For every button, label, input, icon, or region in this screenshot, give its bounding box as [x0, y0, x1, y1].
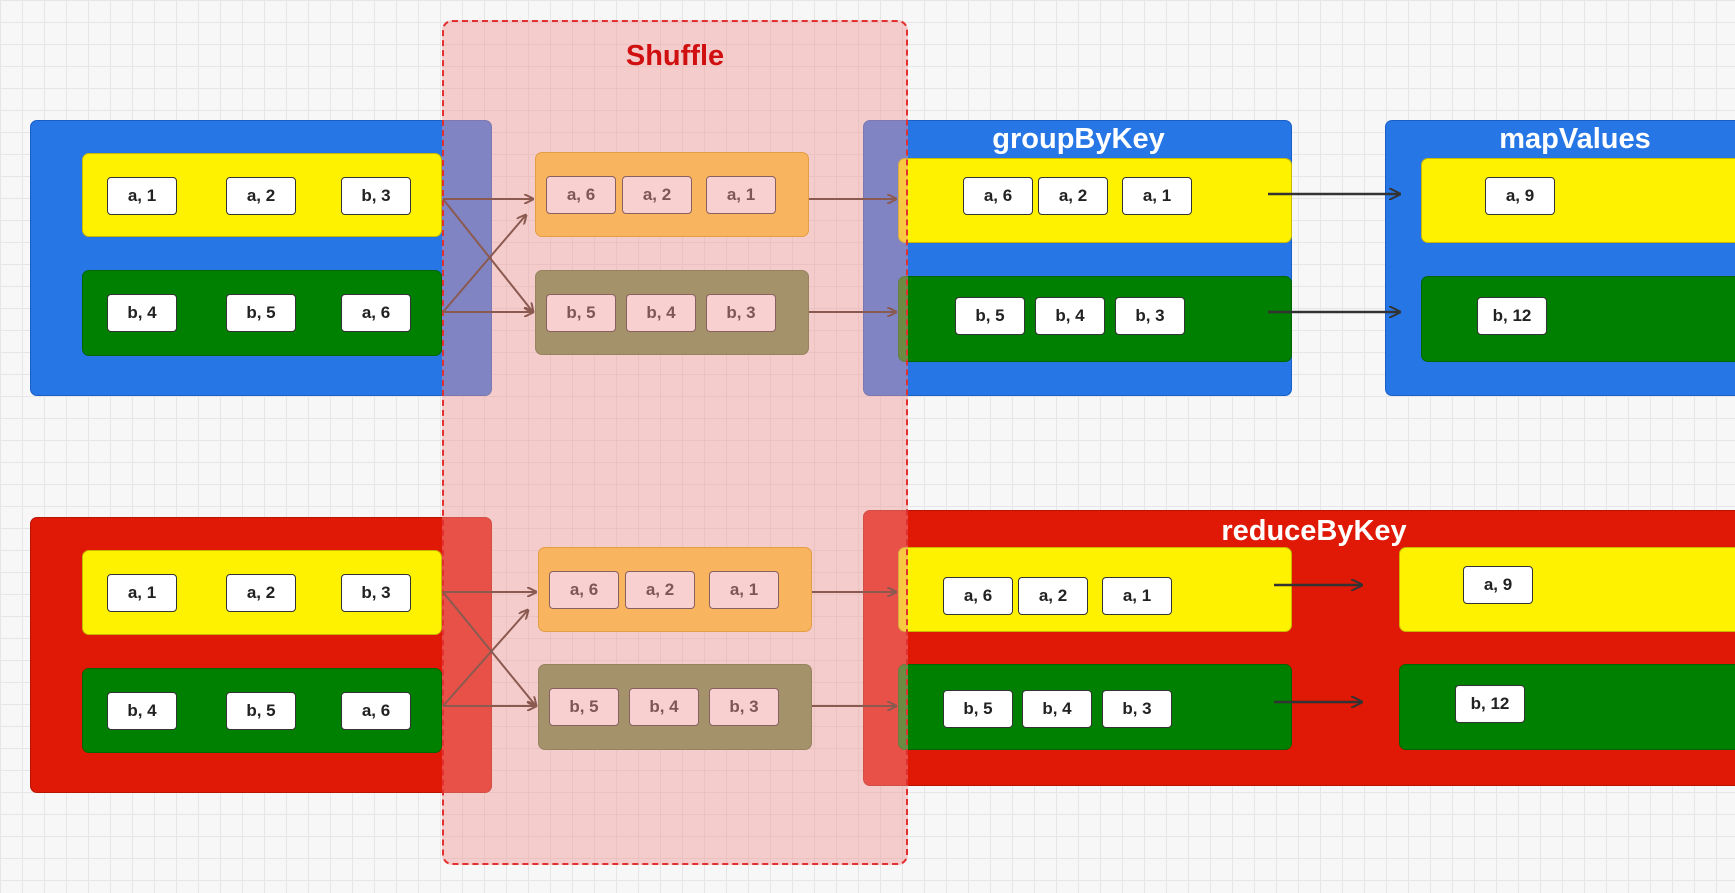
top-shuffle-green-partition: b, 5 b, 4 b, 3 [535, 270, 809, 355]
stage-title: reduceByKey [1221, 515, 1407, 547]
record-card: b, 4 [629, 688, 699, 726]
record-card: a, 2 [622, 176, 692, 214]
record-card: a, 1 [709, 571, 779, 609]
shuffle-arrow [442, 198, 533, 312]
record-card: a, 1 [1122, 177, 1192, 215]
shuffle-zone [442, 20, 908, 865]
record-card: b, 4 [1035, 297, 1105, 335]
record-card: b, 5 [955, 297, 1025, 335]
top-input-green-partition: b, 4 b, 5 a, 6 [82, 270, 442, 356]
stage-title: mapValues [1499, 123, 1651, 155]
record-card: a, 1 [706, 176, 776, 214]
reduce-green-partition: b, 5 b, 4 b, 3 [898, 664, 1292, 750]
record-card: b, 4 [626, 294, 696, 332]
reduce-yellow-partition: a, 6 a, 2 a, 1 [898, 547, 1292, 632]
record-card: a, 2 [226, 177, 296, 215]
record-card: b, 3 [341, 177, 411, 215]
record-card: b, 5 [226, 294, 296, 332]
record-card: a, 2 [625, 571, 695, 609]
record-card: a, 2 [1018, 577, 1088, 615]
record-card: a, 9 [1485, 177, 1555, 215]
record-card: a, 6 [963, 177, 1033, 215]
record-card: b, 5 [546, 294, 616, 332]
record-card: a, 2 [1038, 177, 1108, 215]
record-card: b, 4 [107, 692, 177, 730]
record-card: a, 6 [943, 577, 1013, 615]
top-input-yellow-partition: a, 1 a, 2 b, 3 [82, 153, 442, 237]
reduce-result-yellow-partition: a, 9 [1399, 547, 1735, 632]
shuffle-arrow [442, 610, 528, 707]
record-card: b, 12 [1455, 685, 1525, 723]
record-card: a, 6 [341, 692, 411, 730]
record-card: a, 9 [1463, 566, 1533, 604]
bottom-shuffle-arrows [442, 591, 896, 707]
bottom-shuffle-green-partition: b, 5 b, 4 b, 3 [538, 664, 812, 750]
top-shuffle-yellow-partition: a, 6 a, 2 a, 1 [535, 152, 809, 237]
bottom-input-green-partition: b, 4 b, 5 a, 6 [82, 668, 442, 753]
record-card: b, 4 [107, 294, 177, 332]
record-card: b, 3 [341, 574, 411, 612]
shuffle-arrow [442, 215, 526, 313]
shuffle-arrow [442, 591, 536, 706]
record-card: a, 1 [107, 574, 177, 612]
record-card: a, 6 [546, 176, 616, 214]
record-card: b, 5 [943, 690, 1013, 728]
record-card: a, 6 [549, 571, 619, 609]
record-card: a, 1 [107, 177, 177, 215]
map-green-partition: b, 12 [1421, 276, 1735, 362]
shuffle-title: Shuffle [625, 40, 725, 72]
group-green-partition: b, 5 b, 4 b, 3 [898, 276, 1292, 362]
group-by-key-rdd: groupByKey a, 6 a, 2 a, 1 b, 5 b, 4 b, 3 [863, 120, 1292, 396]
bottom-input-rdd: a, 1 a, 2 b, 3 b, 4 b, 5 a, 6 [30, 517, 492, 793]
stage-arrows [1268, 194, 1400, 702]
record-card: b, 3 [706, 294, 776, 332]
map-yellow-partition: a, 9 [1421, 158, 1735, 243]
record-card: a, 2 [226, 574, 296, 612]
record-card: b, 3 [1102, 690, 1172, 728]
bottom-shuffle-yellow-partition: a, 6 a, 2 a, 1 [538, 547, 812, 632]
record-card: a, 6 [341, 294, 411, 332]
record-card: a, 1 [1102, 577, 1172, 615]
reduce-by-key-rdd: reduceByKey a, 6 a, 2 a, 1 b, 5 b, 4 b, … [863, 510, 1735, 786]
record-card: b, 4 [1022, 690, 1092, 728]
record-card: b, 3 [1115, 297, 1185, 335]
top-shuffle-arrows [442, 198, 896, 313]
record-card: b, 5 [549, 688, 619, 726]
stage-title: groupByKey [992, 123, 1165, 155]
bottom-input-yellow-partition: a, 1 a, 2 b, 3 [82, 550, 442, 635]
record-card: b, 12 [1477, 297, 1547, 335]
record-card: b, 5 [226, 692, 296, 730]
map-values-rdd: mapValues a, 9 b, 12 [1385, 120, 1735, 396]
group-yellow-partition: a, 6 a, 2 a, 1 [898, 158, 1292, 243]
top-input-rdd: a, 1 a, 2 b, 3 b, 4 b, 5 a, 6 [30, 120, 492, 396]
record-card: b, 3 [709, 688, 779, 726]
reduce-result-green-partition: b, 12 [1399, 664, 1735, 750]
